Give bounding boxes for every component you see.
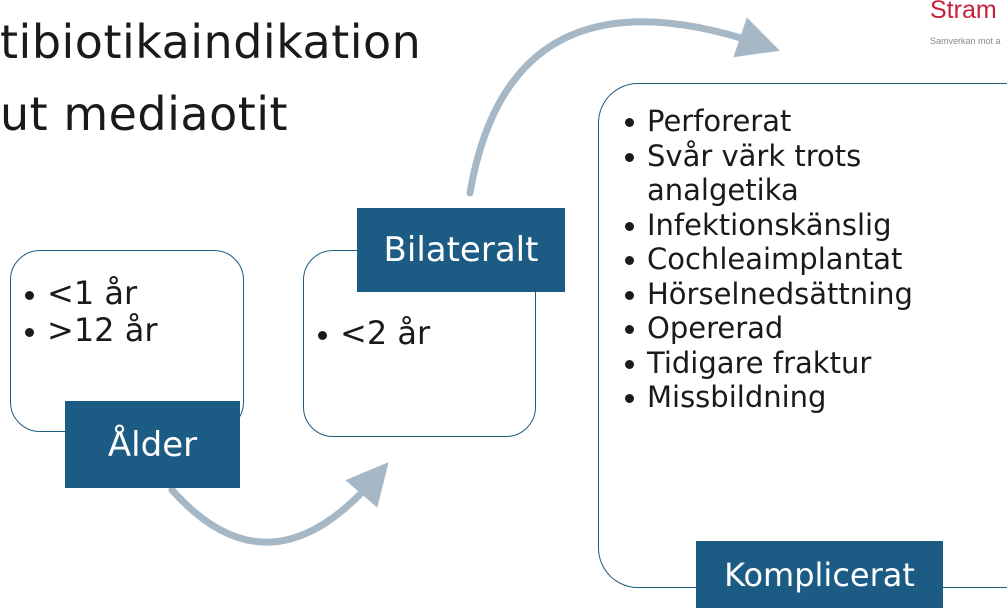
logo-name: Stram <box>930 0 997 24</box>
complicated-label: Komplicerat <box>696 541 943 608</box>
list-item: Hörselnedsättning <box>623 277 947 312</box>
age-label: Ålder <box>65 401 240 488</box>
logo-tagline: Samverkan mot a <box>930 36 1001 46</box>
list-item: Svår värk trots analgetika <box>623 139 947 208</box>
list-item: Cochleaimplantat <box>623 242 947 277</box>
list-item: Missbildning <box>623 380 947 415</box>
list-item: Perforerat <box>623 104 947 139</box>
list-item: Infektionskänslig <box>623 208 947 243</box>
list-item: Tidigare fraktur <box>623 346 947 381</box>
list-item: Opererad <box>623 311 947 346</box>
list-item: >12 år <box>23 312 157 349</box>
complicated-criteria-list: Perforerat Svår värk trots analgetika In… <box>623 104 947 415</box>
bilateral-criteria-list: <2 år <box>316 315 430 352</box>
list-item: <2 år <box>316 315 430 352</box>
list-item: <1 år <box>23 275 157 312</box>
arrow-age-to-bilateral <box>168 462 389 546</box>
arrow-bilateral-to-complicated <box>466 17 780 197</box>
age-criteria-list: <1 år >12 år <box>23 275 157 349</box>
complicated-criteria-card: Perforerat Svår värk trots analgetika In… <box>598 83 1007 588</box>
bilateral-label: Bilateralt <box>357 208 565 292</box>
title-line-1: tibiotikaindikation <box>0 15 422 69</box>
title-line-2: ut mediaotit <box>0 87 289 141</box>
